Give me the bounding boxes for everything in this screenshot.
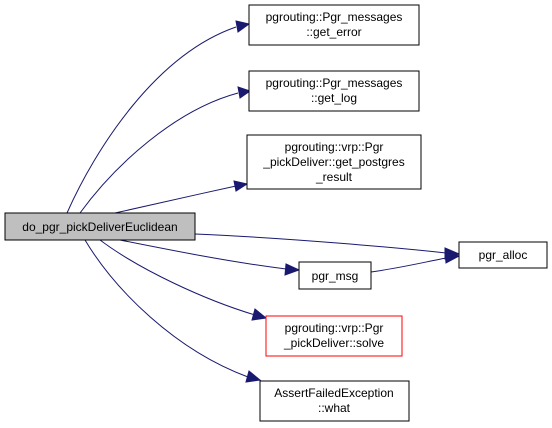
node-pgr-alloc-label: pgr_alloc	[479, 248, 528, 262]
node-get-log-line-2: ::get_log	[311, 91, 357, 105]
edge-pgr-msg-pgr-alloc	[370, 257, 447, 273]
node-get-log[interactable]: pgrouting::Pgr_messages ::get_log	[248, 70, 420, 112]
edge-root-what-arrow	[245, 370, 262, 383]
edge-root-pgr-alloc	[194, 233, 447, 254]
node-get-postgres-result-line-3: _result	[315, 170, 353, 184]
node-pgr-msg[interactable]: pgr_msg	[298, 261, 372, 290]
edge-root-solve	[99, 239, 256, 316]
node-pgr-alloc[interactable]: pgr_alloc	[458, 241, 548, 269]
edge-root-get-error	[66, 26, 237, 214]
node-get-postgres-result[interactable]: pgrouting::vrp::Pgr _pickDeliver::get_po…	[246, 134, 422, 190]
node-get-error-line-2: ::get_error	[306, 25, 361, 39]
node-what-line-1: AssertFailedException	[274, 386, 393, 400]
edge-pgr-msg-pgr-alloc-arrow	[444, 251, 461, 264]
edge-root-get-postgres-result	[114, 185, 237, 214]
node-get-log-line-1: pgrouting::Pgr_messages	[266, 76, 403, 90]
edge-root-get-log-arrow	[237, 86, 252, 99]
edge-root-pgr-msg-arrow	[284, 263, 301, 276]
node-solve-line-2: _pickDeliver::solve	[283, 336, 384, 350]
node-get-postgres-result-line-1: pgrouting::vrp::Pgr	[285, 140, 384, 154]
node-get-postgres-result-line-2: _pickDeliver::get_postgres	[262, 155, 404, 169]
edge-root-pgr-msg	[119, 239, 287, 270]
node-pgr-msg-label: pgr_msg	[312, 269, 359, 283]
edge-root-what	[84, 239, 249, 378]
node-what-line-2: ::what	[318, 401, 351, 415]
edges	[66, 20, 461, 383]
edge-root-get-postgres-result-arrow	[233, 180, 249, 192]
node-what[interactable]: AssertFailedException ::what	[259, 380, 410, 422]
node-get-error[interactable]: pgrouting::Pgr_messages ::get_error	[248, 4, 420, 46]
edge-root-get-error-arrow	[235, 20, 251, 33]
edge-root-get-log	[79, 92, 239, 214]
node-root-label: do_pgr_pickDeliverEuclidean	[22, 220, 177, 234]
node-get-error-line-1: pgrouting::Pgr_messages	[266, 10, 403, 24]
node-solve[interactable]: pgrouting::vrp::Pgr _pickDeliver::solve	[265, 315, 403, 357]
node-solve-line-1: pgrouting::vrp::Pgr	[285, 321, 384, 335]
edge-root-solve-arrow	[251, 308, 268, 321]
node-root[interactable]: do_pgr_pickDeliverEuclidean	[4, 212, 196, 241]
